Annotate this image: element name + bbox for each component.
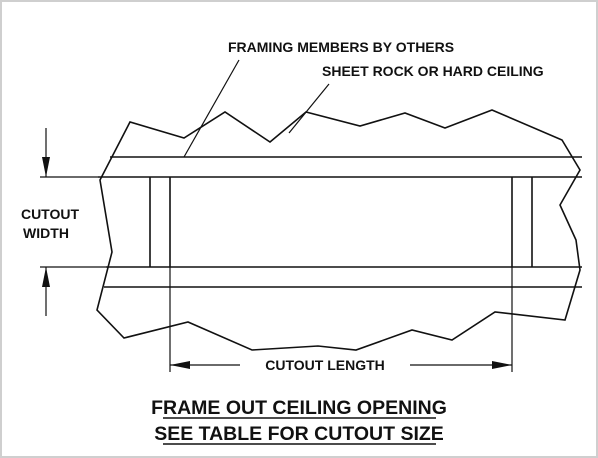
sheet-rock-leader: [288, 83, 330, 134]
title-line1: FRAME OUT CEILING OPENING: [151, 397, 447, 419]
cutout-length-label: CUTOUT LENGTH: [265, 357, 385, 373]
ceiling-outline: [96, 109, 581, 351]
cutout-width-label-line1: CUTOUT: [21, 206, 80, 222]
width-arrow-bottom: [42, 267, 50, 287]
framing-leader: [183, 59, 240, 158]
framing-members-label: FRAMING MEMBERS BY OTHERS: [228, 39, 454, 55]
length-arrow-left: [170, 361, 190, 369]
sheet-rock-label: SHEET ROCK OR HARD CEILING: [322, 63, 544, 79]
width-arrow-top: [42, 157, 50, 177]
title-line2: SEE TABLE FOR CUTOUT SIZE: [154, 423, 444, 445]
length-arrow-right: [492, 361, 512, 369]
cutout-width-label-line2: WIDTH: [23, 225, 69, 241]
